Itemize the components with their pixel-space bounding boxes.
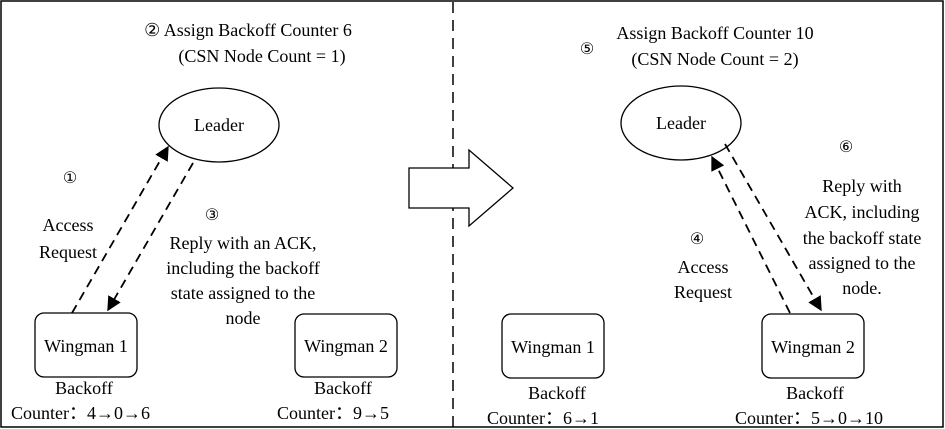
right-wingman2-backoff: Backoff <box>786 383 844 403</box>
right-step6-marker: ⑥ <box>838 139 854 156</box>
right-assign-line1: Assign Backoff Counter 10 <box>616 23 814 43</box>
left-reply-line4: node <box>225 308 261 328</box>
left-reply-line3: state assigned to the <box>170 283 316 303</box>
left-access-line1: Access <box>42 215 94 235</box>
right-reply-line2: ACK, including <box>804 202 920 222</box>
left-leader-node <box>158 87 280 163</box>
left-step1-marker: ① <box>62 170 78 187</box>
right-wingman2-counter: Counter：5→0→10 <box>735 408 883 428</box>
right-wingman1-backoff: Backoff <box>528 383 586 403</box>
left-reply-line1: Reply with an ACK, <box>169 233 317 253</box>
right-reply-line4: assigned to the <box>808 253 916 273</box>
right-reply-line5: node. <box>842 278 882 298</box>
right-step4-marker: ④ <box>689 231 705 248</box>
transition-arrow <box>408 148 514 228</box>
right-wingman2-box <box>761 313 865 379</box>
left-assign-line2: (CSN Node Count = 1) <box>178 46 346 66</box>
left-wingman2-label: Wingman 2 <box>304 336 388 356</box>
right-reply-line3: the backoff state <box>802 228 922 248</box>
right-reply-line1: Reply with <box>822 176 902 196</box>
left-wingman1-label: Wingman 1 <box>44 336 128 356</box>
right-wingman1-counter: Counter：6→1 <box>487 408 599 428</box>
left-reply-line2: including the backoff <box>166 258 320 278</box>
left-wingman1-box <box>34 312 138 378</box>
left-step3-marker: ③ <box>204 207 220 224</box>
right-access-line1: Access <box>677 257 729 277</box>
left-access-line2: Request <box>39 242 97 262</box>
right-wingman1-box <box>501 313 605 379</box>
right-step5-marker: ⑤ <box>579 41 595 58</box>
right-wingman2-label: Wingman 2 <box>771 337 855 357</box>
left-access-request-arrow <box>71 145 169 314</box>
right-ack-reply-arrow <box>724 143 822 312</box>
left-wingman2-counter: Counter：9→5 <box>277 403 389 423</box>
left-ack-reply-arrow <box>107 162 194 312</box>
left-assign-line1: ② Assign Backoff Counter 6 <box>144 20 352 40</box>
right-assign-line2: (CSN Node Count = 2) <box>631 49 799 69</box>
right-wingman1-label: Wingman 1 <box>511 337 595 357</box>
right-access-line2: Request <box>674 282 732 302</box>
right-leader-node <box>620 85 742 161</box>
right-leader-label: Leader <box>656 113 706 133</box>
left-wingman1-backoff: Backoff <box>55 378 113 398</box>
left-wingman1-counter: Counter：4→0→6 <box>11 403 150 423</box>
left-leader-label: Leader <box>194 115 244 135</box>
left-wingman2-backoff: Backoff <box>314 378 372 398</box>
left-wingman2-box <box>294 313 398 378</box>
